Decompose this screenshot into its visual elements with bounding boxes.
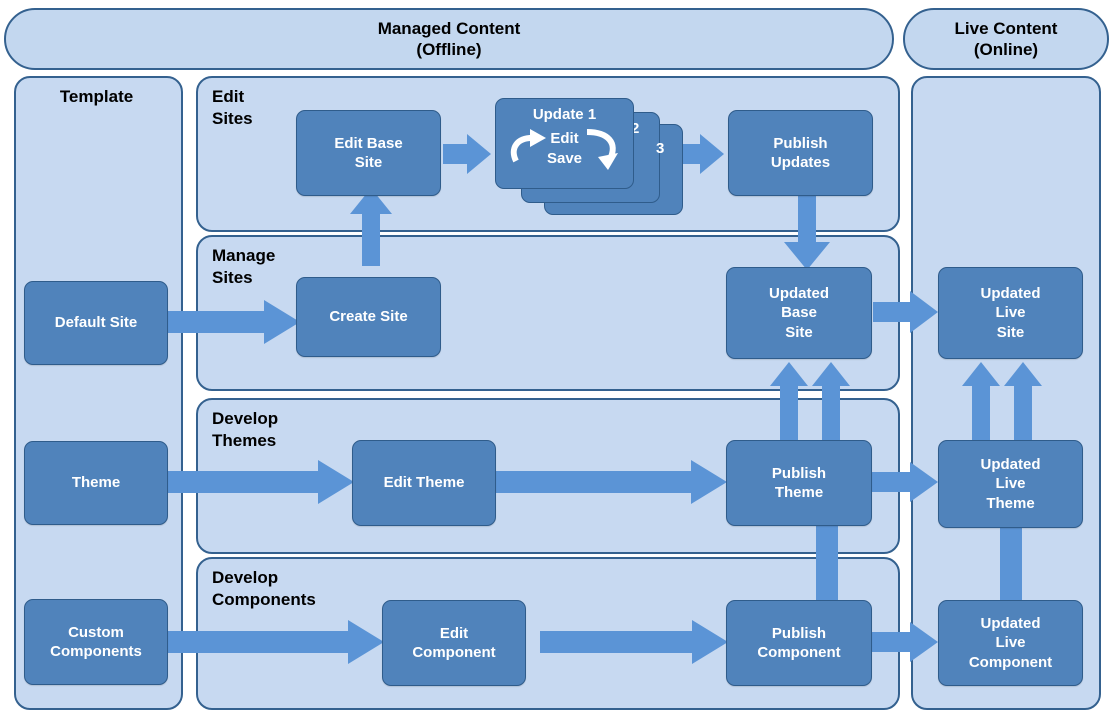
update-card-title: Update 1 xyxy=(532,106,597,123)
update-card-number-3: 3 xyxy=(656,140,665,157)
arrow-edit-base-site-to-update xyxy=(443,134,491,174)
node-edit-theme[interactable]: Edit Theme xyxy=(352,440,496,526)
update-card-edit-label: Edit xyxy=(550,130,579,147)
node-updated-live-component[interactable]: Updated Live Component xyxy=(938,600,1083,686)
connector-updated-live-component-to-updated-live-theme xyxy=(1000,522,1022,604)
arrow-edit-component-to-publish-component xyxy=(540,620,728,664)
panel-edit-sites-label: Edit Sites xyxy=(212,87,253,128)
update-card-number-2: 2 xyxy=(631,120,640,137)
node-create-site[interactable]: Create Site xyxy=(296,277,441,357)
node-edit-base-site[interactable]: Edit Base Site xyxy=(296,110,441,196)
node-theme[interactable]: Theme xyxy=(24,441,168,525)
update-card-save-label: Save xyxy=(546,150,583,167)
arrow-publish-component-to-updated-base-site xyxy=(812,362,850,440)
arrow-updated-base-site-to-updated-live-site xyxy=(873,291,938,333)
node-edit-component[interactable]: Edit Component xyxy=(382,600,526,686)
arrow-publish-updates-to-updated-base-site xyxy=(784,190,830,270)
node-default-site[interactable]: Default Site xyxy=(24,281,168,365)
arrow-updated-live-theme-to-updated-live-site xyxy=(962,362,1000,440)
node-custom-components[interactable]: Custom Components xyxy=(24,599,168,685)
node-updated-live-theme[interactable]: Updated Live Theme xyxy=(938,440,1083,528)
header-live-content: Live Content (Online) xyxy=(903,8,1109,70)
panel-develop-components-label: Develop Components xyxy=(212,568,316,609)
connector-publish-component-to-publish-theme xyxy=(816,522,838,602)
node-updated-live-site[interactable]: Updated Live Site xyxy=(938,267,1083,359)
node-updated-base-site[interactable]: Updated Base Site xyxy=(726,267,872,359)
node-publish-component[interactable]: Publish Component xyxy=(726,600,872,686)
panel-develop-themes-label: Develop Themes xyxy=(212,409,279,450)
node-publish-updates[interactable]: Publish Updates xyxy=(728,110,873,196)
panel-template-label: Template xyxy=(59,87,134,106)
header-managed-content: Managed Content (Offline) xyxy=(4,8,894,70)
arrow-update-to-publish-updates xyxy=(676,134,724,174)
arrow-theme-to-edit-theme xyxy=(168,460,354,504)
arrow-create-site-to-edit-base-site xyxy=(350,188,392,266)
arrow-edit-theme-to-publish-theme xyxy=(495,460,727,504)
node-publish-theme[interactable]: Publish Theme xyxy=(726,440,872,526)
arrow-publish-theme-to-updated-live-theme xyxy=(872,462,938,502)
arrow-updated-live-component-to-updated-live-site xyxy=(1004,362,1042,440)
panel-manage-sites-label: Manage Sites xyxy=(212,246,276,287)
arrow-default-site-to-create-site xyxy=(168,300,300,344)
node-update-card[interactable]: Update 1 Edit Save xyxy=(495,98,634,189)
arrow-publish-theme-to-updated-base-site xyxy=(770,362,808,440)
arrow-custom-components-to-edit-component xyxy=(168,620,384,664)
arrow-publish-component-to-updated-live-component xyxy=(872,622,938,662)
